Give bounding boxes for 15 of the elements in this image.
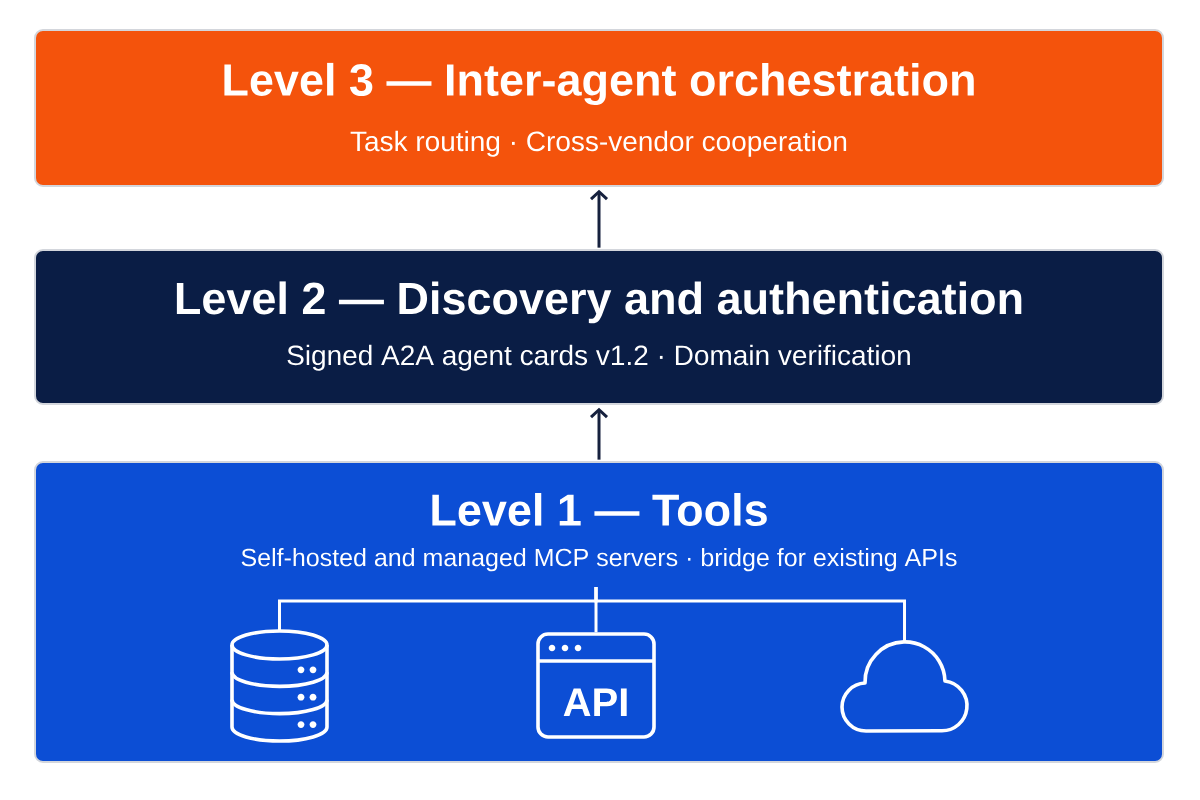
subtitle: Signed A2A agent cards v1.2 · Domain verification bbox=[287, 344, 910, 371]
heading: Level 2 — Discovery and authentication bbox=[176, 281, 1022, 324]
arrow bbox=[590, 407, 609, 460]
cloud-icon bbox=[840, 640, 969, 733]
layer-box bbox=[34, 461, 1164, 763]
api-window: API bbox=[536, 632, 656, 739]
connector-line bbox=[594, 587, 906, 642]
layer-box bbox=[34, 29, 1164, 187]
subtitle: Self-hosted and managed MCP servers · bridge for existing APIs bbox=[241, 547, 957, 572]
heading: Level 3 — Inter-agent orchestration bbox=[224, 62, 974, 105]
heading: Level 1 — Tools bbox=[432, 493, 767, 527]
database-icon bbox=[230, 629, 329, 743]
layer-box bbox=[34, 249, 1164, 405]
arrow bbox=[590, 189, 609, 248]
subtitle: Task routing · Cross-vendor cooperation bbox=[350, 130, 847, 157]
